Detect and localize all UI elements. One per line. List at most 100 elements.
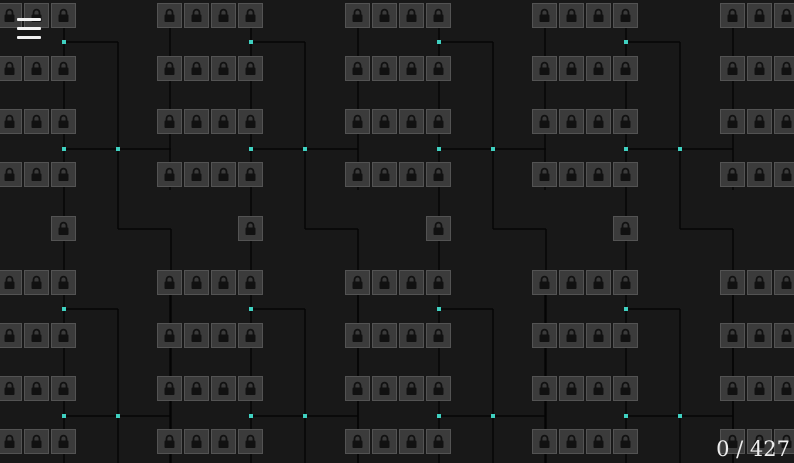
locked-tile[interactable] xyxy=(24,270,49,295)
locked-tile[interactable] xyxy=(586,109,611,134)
locked-tile[interactable] xyxy=(613,323,638,348)
locked-tile[interactable] xyxy=(0,3,22,28)
locked-tile[interactable] xyxy=(372,376,397,401)
locked-tile[interactable] xyxy=(238,376,263,401)
locked-tile[interactable] xyxy=(586,162,611,187)
locked-tile[interactable] xyxy=(157,109,182,134)
locked-tile[interactable] xyxy=(0,162,22,187)
locked-tile[interactable] xyxy=(184,56,209,81)
locked-tile[interactable] xyxy=(372,3,397,28)
locked-tile[interactable] xyxy=(372,109,397,134)
locked-tile[interactable] xyxy=(747,376,772,401)
locked-tile[interactable] xyxy=(747,270,772,295)
locked-tile[interactable] xyxy=(238,56,263,81)
locked-tile[interactable] xyxy=(345,109,370,134)
locked-tile[interactable] xyxy=(586,376,611,401)
locked-tile[interactable] xyxy=(586,270,611,295)
locked-tile[interactable] xyxy=(184,323,209,348)
locked-tile[interactable] xyxy=(426,3,451,28)
locked-tile[interactable] xyxy=(211,3,236,28)
locked-tile[interactable] xyxy=(372,162,397,187)
locked-tile[interactable] xyxy=(157,3,182,28)
locked-tile[interactable] xyxy=(0,323,22,348)
locked-tile[interactable] xyxy=(51,109,76,134)
locked-tile[interactable] xyxy=(586,3,611,28)
locked-tile[interactable] xyxy=(238,270,263,295)
locked-tile[interactable] xyxy=(51,323,76,348)
locked-tile[interactable] xyxy=(399,270,424,295)
locked-tile[interactable] xyxy=(345,3,370,28)
locked-tile[interactable] xyxy=(559,56,584,81)
locked-tile[interactable] xyxy=(747,162,772,187)
locked-tile[interactable] xyxy=(747,323,772,348)
locked-tile[interactable] xyxy=(720,56,745,81)
locked-tile[interactable] xyxy=(211,376,236,401)
locked-tile[interactable] xyxy=(559,429,584,454)
locked-tile[interactable] xyxy=(157,323,182,348)
locked-tile[interactable] xyxy=(238,162,263,187)
locked-tile[interactable] xyxy=(720,323,745,348)
locked-tile[interactable] xyxy=(747,429,772,454)
locked-tile[interactable] xyxy=(559,270,584,295)
locked-tile[interactable] xyxy=(238,429,263,454)
locked-tile[interactable] xyxy=(372,270,397,295)
locked-tile[interactable] xyxy=(51,429,76,454)
locked-tile[interactable] xyxy=(0,56,22,81)
locked-tile[interactable] xyxy=(399,56,424,81)
locked-tile[interactable] xyxy=(184,270,209,295)
locked-tile[interactable] xyxy=(559,109,584,134)
locked-tile[interactable] xyxy=(51,3,76,28)
locked-tile[interactable] xyxy=(426,429,451,454)
locked-tile[interactable] xyxy=(238,216,263,241)
locked-tile[interactable] xyxy=(426,216,451,241)
locked-tile[interactable] xyxy=(426,109,451,134)
locked-tile[interactable] xyxy=(211,429,236,454)
locked-tile[interactable] xyxy=(0,429,22,454)
locked-tile[interactable] xyxy=(426,376,451,401)
menu-button[interactable] xyxy=(17,18,41,40)
locked-tile[interactable] xyxy=(559,3,584,28)
locked-tile[interactable] xyxy=(345,56,370,81)
locked-tile[interactable] xyxy=(720,376,745,401)
locked-tile[interactable] xyxy=(51,376,76,401)
locked-tile[interactable] xyxy=(559,162,584,187)
locked-tile[interactable] xyxy=(24,429,49,454)
locked-tile[interactable] xyxy=(345,270,370,295)
locked-tile[interactable] xyxy=(747,3,772,28)
locked-tile[interactable] xyxy=(586,56,611,81)
locked-tile[interactable] xyxy=(211,323,236,348)
locked-tile[interactable] xyxy=(586,429,611,454)
locked-tile[interactable] xyxy=(426,323,451,348)
locked-tile[interactable] xyxy=(774,323,794,348)
locked-tile[interactable] xyxy=(613,376,638,401)
locked-tile[interactable] xyxy=(613,3,638,28)
locked-tile[interactable] xyxy=(24,323,49,348)
locked-tile[interactable] xyxy=(559,376,584,401)
locked-tile[interactable] xyxy=(372,429,397,454)
locked-tile[interactable] xyxy=(532,376,557,401)
locked-tile[interactable] xyxy=(211,109,236,134)
locked-tile[interactable] xyxy=(613,109,638,134)
locked-tile[interactable] xyxy=(24,56,49,81)
locked-tile[interactable] xyxy=(0,270,22,295)
locked-tile[interactable] xyxy=(157,429,182,454)
locked-tile[interactable] xyxy=(532,323,557,348)
locked-tile[interactable] xyxy=(345,429,370,454)
locked-tile[interactable] xyxy=(24,376,49,401)
locked-tile[interactable] xyxy=(426,56,451,81)
locked-tile[interactable] xyxy=(399,323,424,348)
locked-tile[interactable] xyxy=(720,3,745,28)
locked-tile[interactable] xyxy=(157,162,182,187)
locked-tile[interactable] xyxy=(51,270,76,295)
locked-tile[interactable] xyxy=(747,109,772,134)
locked-tile[interactable] xyxy=(399,376,424,401)
locked-tile[interactable] xyxy=(238,3,263,28)
locked-tile[interactable] xyxy=(613,270,638,295)
locked-tile[interactable] xyxy=(211,162,236,187)
locked-tile[interactable] xyxy=(345,323,370,348)
locked-tile[interactable] xyxy=(774,3,794,28)
locked-tile[interactable] xyxy=(532,56,557,81)
locked-tile[interactable] xyxy=(0,376,22,401)
locked-tile[interactable] xyxy=(157,56,182,81)
locked-tile[interactable] xyxy=(774,56,794,81)
